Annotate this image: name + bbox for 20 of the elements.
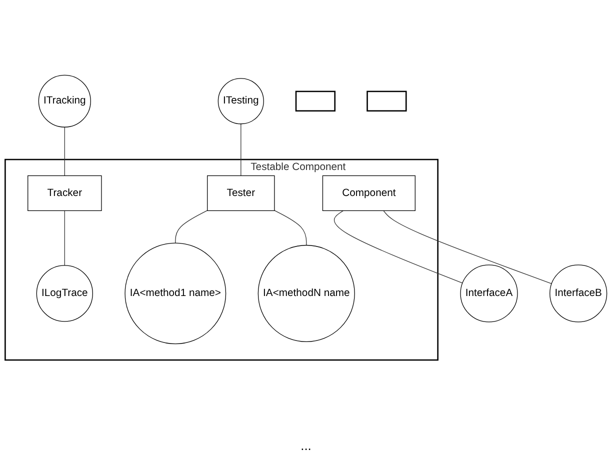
node-circle: ITesting bbox=[218, 78, 264, 125]
node-box bbox=[366, 91, 407, 112]
node-circle: IA<methodN name bbox=[258, 245, 355, 342]
node-circle: ITracking bbox=[38, 75, 91, 128]
connector bbox=[64, 210, 65, 266]
connector bbox=[240, 124, 242, 176]
connector bbox=[334, 210, 463, 284]
node-circle: IA<method1 name> bbox=[124, 243, 226, 345]
node-box bbox=[295, 91, 336, 112]
node-circle: InterfaceB bbox=[550, 265, 608, 323]
connector bbox=[64, 127, 65, 176]
ellipsis-note: ... bbox=[300, 438, 312, 453]
connector bbox=[383, 210, 552, 284]
node-box: Tracker bbox=[28, 176, 102, 212]
node-box: Component bbox=[322, 176, 416, 212]
connector bbox=[175, 210, 208, 244]
node-circle: InterfaceA bbox=[460, 265, 518, 323]
connector bbox=[274, 210, 307, 246]
node-box: Tester bbox=[207, 176, 275, 212]
node-circle: ILogTrace bbox=[36, 266, 93, 322]
